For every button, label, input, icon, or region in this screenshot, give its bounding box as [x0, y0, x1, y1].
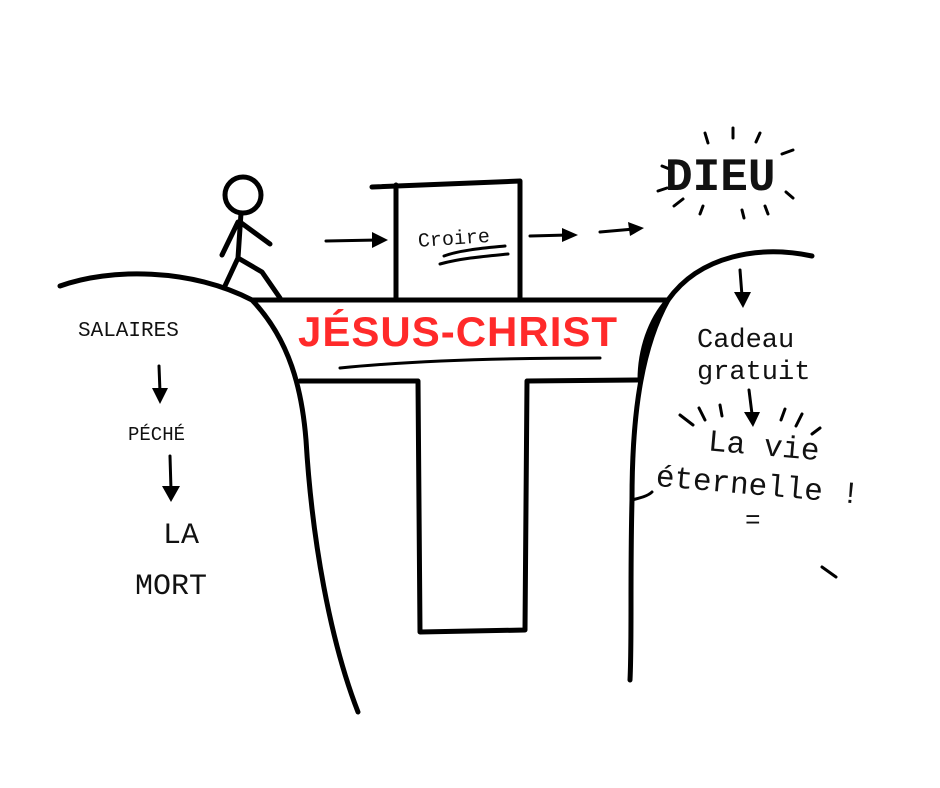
- gift-label-line1: Cadeau: [697, 326, 794, 356]
- stick-figure-icon: [219, 174, 283, 301]
- eternal-life-line1: La vie: [707, 425, 821, 470]
- cross: [249, 178, 671, 635]
- ray-lines: [656, 126, 838, 579]
- believe-label: Croire: [417, 226, 490, 254]
- death-label-line2: MORT: [135, 570, 207, 604]
- sin-label: PÉCHÉ: [128, 424, 185, 446]
- death-label-line1: LA: [163, 519, 199, 553]
- underline-jesus: [338, 356, 602, 370]
- gift-label-line2: gratuit: [697, 358, 810, 388]
- god-label: DIEU: [665, 152, 775, 204]
- right-cliff: [627, 249, 815, 683]
- underline-croire: [438, 244, 510, 266]
- jesus-christ-label: JÉSUS-CHRIST: [298, 308, 618, 355]
- arrow-icons: [152, 222, 760, 502]
- equals-sign: =: [745, 506, 761, 536]
- cliff-notch: [630, 490, 654, 502]
- left-cliff: [57, 271, 361, 715]
- wages-label: SALAIRES: [78, 320, 179, 343]
